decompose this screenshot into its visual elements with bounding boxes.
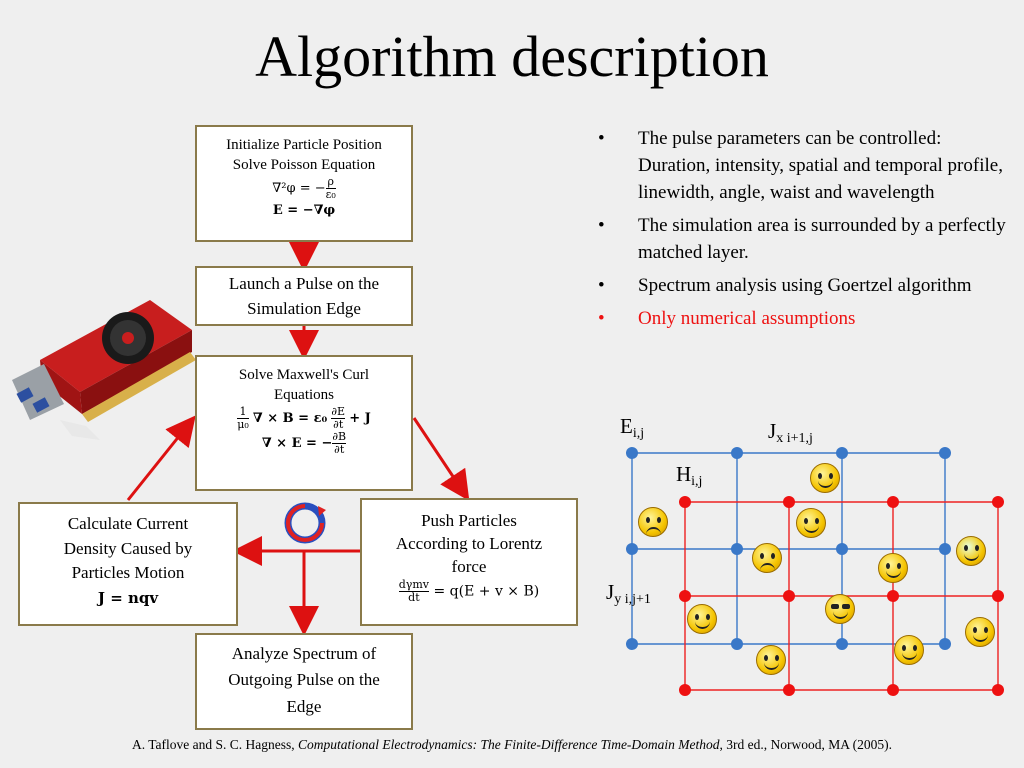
- blue-nodes: [626, 447, 951, 650]
- bullet-dot: •: [598, 307, 605, 329]
- current-line3: Particles Motion: [71, 563, 185, 583]
- smiley-icon: [638, 507, 668, 537]
- launch-line2: Simulation Edge: [247, 298, 361, 318]
- smiley-icon: [687, 604, 717, 634]
- label-jy: Jy i,j+1: [606, 580, 651, 607]
- push-box: Push Particles According to Lorentz forc…: [360, 498, 578, 626]
- red-nodes: [679, 496, 1004, 696]
- push-line3: force: [451, 556, 487, 576]
- label-e: Ei,j: [620, 414, 645, 441]
- smiley-icon: [878, 553, 908, 583]
- bullet-item: • The simulation area is surrounded by a…: [598, 213, 1013, 267]
- smiley-icon: [825, 594, 855, 624]
- current-density-equation: J = nqv: [97, 588, 159, 607]
- bullet-text: The simulation area is surrounded by a p…: [638, 214, 1006, 263]
- launch-box: Launch a Pulse on the Simulation Edge: [195, 266, 413, 326]
- smiley-icon: [752, 543, 782, 573]
- label-jx: Jx i+1,j: [768, 419, 813, 446]
- bullet-list: • The pulse parameters can be controlled…: [598, 126, 1013, 339]
- smiley-icon: [965, 617, 995, 647]
- smiley-icon: [956, 536, 986, 566]
- cycle-icon: [284, 502, 326, 544]
- current-box: Calculate Current Density Caused by Part…: [18, 502, 238, 626]
- bullet-dot: •: [598, 274, 605, 296]
- bullet-item: • Only numerical assumptions: [598, 306, 1013, 333]
- analyze-line2: Outgoing Pulse on the: [228, 670, 380, 690]
- init-line2: Solve Poisson Equation: [232, 157, 376, 174]
- analyze-line1: Analyze Spectrum of: [231, 644, 377, 663]
- push-line1: Push Particles: [421, 511, 517, 530]
- smiley-icon: [756, 645, 786, 675]
- maxwell-line1: Solve Maxwell's Curl: [238, 367, 370, 383]
- current-line1: Calculate Current: [67, 514, 189, 533]
- citation-footer: A. Taflove and S. C. Hagness, Computatio…: [131, 737, 893, 752]
- current-line2: Density Caused by: [63, 538, 193, 558]
- bullet-item: • Spectrum analysis using Goertzel algor…: [598, 273, 1013, 300]
- launch-line1: Launch a Pulse on the: [228, 274, 380, 293]
- smiley-icon: [810, 463, 840, 493]
- analyze-line3: Edge: [286, 696, 322, 716]
- analyze-box: Analyze Spectrum of Outgoing Pulse on th…: [195, 633, 413, 730]
- slide-title: Algorithm description: [255, 24, 769, 89]
- field-equation: E = −∇φ: [272, 202, 336, 218]
- bullet-text: Only numerical assumptions: [638, 307, 856, 329]
- gpu-card-image: [12, 300, 196, 440]
- bullet-text: The pulse parameters can be controlled: …: [638, 128, 1003, 203]
- arrow-current-to-maxwell: [126, 415, 196, 501]
- bullet-item: • The pulse parameters can be controlled…: [598, 126, 1013, 207]
- bullet-dot: •: [598, 128, 605, 149]
- bullet-text: Spectrum analysis using Goertzel algorit…: [638, 274, 972, 296]
- init-box: Initialize Particle Position Solve Poiss…: [195, 125, 413, 242]
- maxwell-line2: Equations: [274, 387, 334, 404]
- label-h: Hi,j: [676, 462, 703, 489]
- init-line1: Initialize Particle Position: [226, 137, 382, 153]
- smiley-icon: [796, 508, 826, 538]
- faraday-equation: ∇ × E = −∂B∂t: [261, 429, 347, 456]
- arrow-maxwell-to-push: [412, 417, 470, 501]
- bullet-dot: •: [598, 214, 605, 236]
- push-line2: According to Lorentz: [395, 533, 543, 553]
- smiley-icon: [894, 635, 924, 665]
